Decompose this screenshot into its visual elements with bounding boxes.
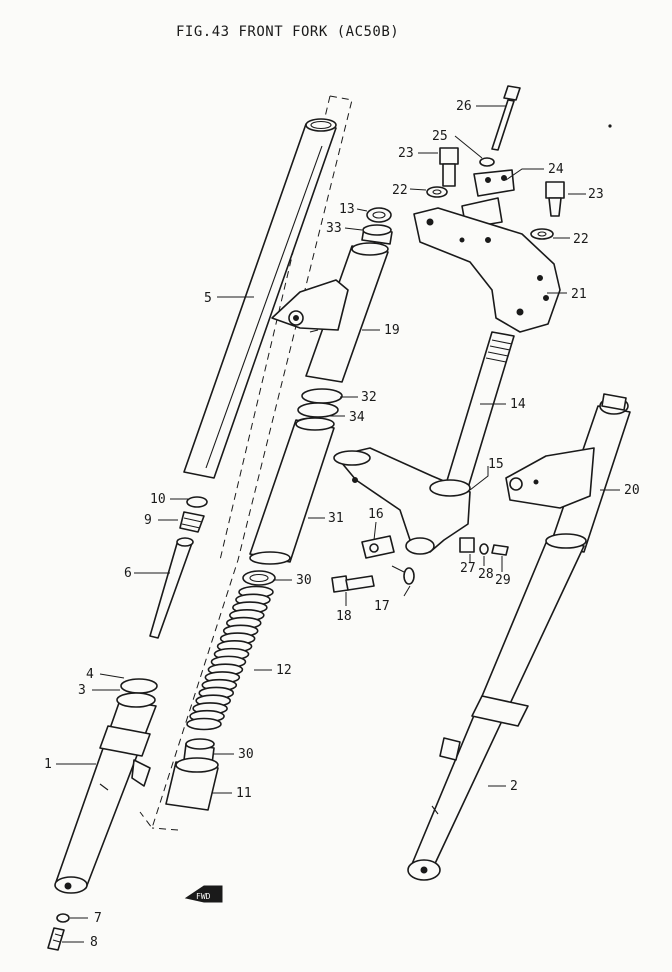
callout-22a: 22 xyxy=(392,183,408,198)
callout-13: 13 xyxy=(339,202,355,217)
callout-19: 19 xyxy=(384,323,400,338)
lock-washer xyxy=(403,567,415,585)
callout-16: 16 xyxy=(368,507,384,522)
callout-8: 8 xyxy=(90,935,98,950)
spring-collar xyxy=(165,738,219,811)
callout-15: 15 xyxy=(488,457,504,472)
leader-lines xyxy=(56,105,620,943)
callout-32: 32 xyxy=(361,390,377,405)
figure-title: FIG.43 FRONT FORK (AC50B) xyxy=(176,24,399,40)
callout-10: 10 xyxy=(150,492,166,507)
callout-24: 24 xyxy=(548,162,564,177)
left-outer-tube xyxy=(54,678,158,894)
paper-speck xyxy=(608,124,612,128)
callout-22b: 22 xyxy=(573,232,589,247)
lower-bracket xyxy=(333,447,471,555)
small-fastener-set xyxy=(459,537,509,556)
callout-9: 9 xyxy=(144,513,152,528)
clamp-bolt xyxy=(331,575,375,593)
callout-labels: 5 13 33 19 32 34 31 10 9 6 30 12 30 11 4… xyxy=(44,99,640,950)
upper-bracket xyxy=(413,207,561,333)
callout-26: 26 xyxy=(456,99,472,114)
callout-30b: 30 xyxy=(238,747,254,762)
callout-14: 14 xyxy=(510,397,526,412)
fork-spring xyxy=(186,570,276,731)
right-outer-tube xyxy=(407,533,587,881)
callout-25: 25 xyxy=(432,129,448,144)
callout-7: 7 xyxy=(94,911,102,926)
steering-stem-bolt xyxy=(491,85,521,151)
fork-top-cap xyxy=(361,207,393,245)
fork-cover-lower xyxy=(249,417,335,565)
callout-18: 18 xyxy=(336,609,352,624)
callout-23b: 23 xyxy=(588,187,604,202)
callout-3: 3 xyxy=(78,683,86,698)
fork-inner-tube xyxy=(183,118,337,479)
alignment-outline xyxy=(139,95,353,831)
callout-4: 4 xyxy=(86,667,94,682)
callout-21: 21 xyxy=(571,287,587,302)
callout-11: 11 xyxy=(236,786,252,801)
fork-cover-upper xyxy=(271,242,389,383)
damper-rod xyxy=(149,496,208,639)
callout-29: 29 xyxy=(495,573,511,588)
right-inner-tube xyxy=(505,393,631,553)
callout-30a: 30 xyxy=(296,573,312,588)
pinch-bolt-left xyxy=(439,147,459,187)
callout-28: 28 xyxy=(478,567,494,582)
bolt-washer xyxy=(479,157,495,167)
washer-right xyxy=(530,228,554,240)
callout-12: 12 xyxy=(276,663,292,678)
callout-17: 17 xyxy=(374,599,390,614)
callout-27: 27 xyxy=(460,561,476,576)
callout-33: 33 xyxy=(326,221,342,236)
callout-6: 6 xyxy=(124,566,132,581)
callout-2: 2 xyxy=(510,779,518,794)
steering-stem xyxy=(445,331,515,489)
callout-5: 5 xyxy=(204,291,212,306)
forward-arrow-icon: FWD xyxy=(184,885,223,903)
drain-bolt xyxy=(47,913,70,951)
callout-1: 1 xyxy=(44,757,52,772)
brake-hose-clamp xyxy=(361,535,395,559)
washer-left xyxy=(426,186,448,198)
spring-coil xyxy=(186,717,222,731)
callout-34: 34 xyxy=(349,410,365,425)
callout-23a: 23 xyxy=(398,146,414,161)
callout-20: 20 xyxy=(624,483,640,498)
pinch-bolt-right xyxy=(545,181,565,217)
fwd-label: FWD xyxy=(196,892,211,901)
callout-31: 31 xyxy=(328,511,344,526)
